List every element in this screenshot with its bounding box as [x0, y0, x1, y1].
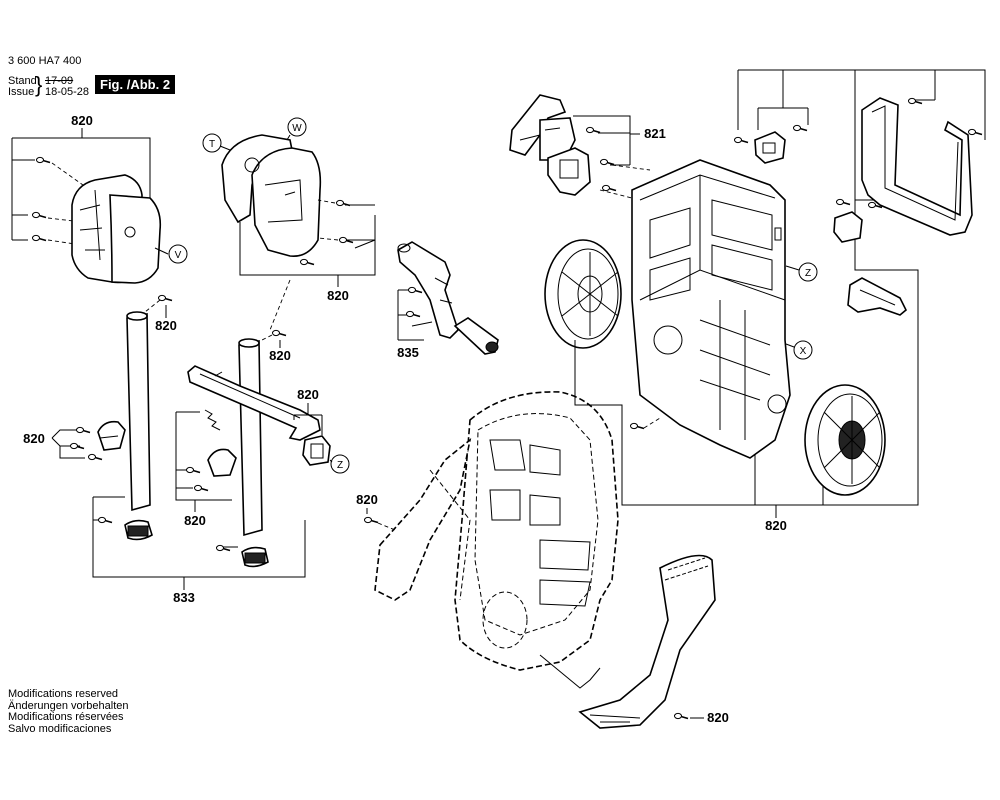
callout-821: 821 — [644, 126, 666, 141]
screw-icon — [69, 442, 85, 450]
marker-x-label: X — [800, 346, 807, 357]
spring-icon — [204, 409, 221, 431]
latch-icon — [547, 147, 591, 196]
screw-icon — [599, 158, 615, 166]
screw-icon — [585, 126, 601, 134]
screw-icon — [835, 198, 851, 206]
screw-icon — [967, 128, 983, 136]
callout-820: 820 — [327, 288, 349, 303]
callout-820: 820 — [23, 431, 45, 446]
tube-clip-group: 820 — [23, 420, 126, 461]
handle-grip-icon — [397, 241, 459, 339]
issue-date: 18-05-28 — [45, 86, 90, 98]
marker-z — [330, 454, 350, 474]
marker-w-label: W — [292, 123, 302, 134]
screw-icon — [792, 124, 808, 132]
foot-plate-group: 820 — [578, 554, 729, 729]
screw-icon — [97, 516, 113, 524]
screw-icon — [405, 310, 421, 318]
screw-icon — [673, 712, 689, 720]
callout-833: 833 — [173, 590, 195, 605]
note-es: Salvo modificaciones — [8, 722, 112, 735]
handle-grip-group: 835 — [397, 241, 499, 360]
screw-icon — [31, 234, 47, 242]
marker-z — [798, 262, 818, 282]
wheel-left-icon — [544, 239, 622, 349]
screw-icon — [193, 484, 209, 492]
clip-icon — [97, 420, 126, 451]
screw-icon — [75, 426, 91, 434]
loop-handle-group — [733, 69, 986, 316]
stand-date: 17-09 — [45, 75, 74, 87]
screw-icon — [907, 97, 923, 105]
marker-z-label: Z — [337, 460, 343, 471]
callout-820: 820 — [184, 513, 206, 528]
screw-icon — [35, 156, 51, 164]
screw-icon — [335, 199, 351, 207]
figure-badge: Fig. /Abb. 2 — [95, 75, 176, 94]
callout-820: 820 — [297, 387, 319, 402]
screw-icon — [733, 136, 749, 144]
screw-icon — [157, 294, 173, 302]
head-cover-group: V 820 — [11, 113, 188, 284]
front-housing: 820 — [356, 391, 619, 689]
callout-820: 820 — [356, 492, 378, 507]
marker-w — [287, 117, 307, 137]
cover-halves-group: T W 820 — [202, 117, 376, 331]
marker-z-label: Z — [805, 268, 811, 279]
bracket-icon — [509, 94, 567, 156]
callout-835: 835 — [397, 345, 419, 360]
issue-label: Issue — [8, 86, 35, 98]
screw-icon — [271, 329, 287, 337]
part-number: 3 600 HA7 400 — [8, 55, 82, 67]
marker-v — [168, 244, 188, 264]
clip-icon — [833, 211, 863, 243]
screw-icon — [363, 516, 379, 524]
clip-icon — [754, 131, 786, 164]
callout-820: 820 — [765, 518, 787, 533]
screw-icon — [299, 258, 315, 266]
callout-820: 820 — [71, 113, 93, 128]
tube-left-icon — [126, 313, 151, 512]
screw-icon — [31, 211, 47, 219]
tube-right-icon — [238, 340, 263, 537]
frame-group: 820 Z X — [544, 159, 919, 533]
screw-icon — [629, 422, 645, 430]
tube-clamp-group: 833 — [92, 496, 306, 605]
note-fr: Modifications réservées — [8, 711, 124, 723]
clip-icon — [207, 448, 237, 477]
cable-clip-icon — [302, 435, 331, 466]
callout-820: 820 — [269, 348, 291, 363]
main-frame-icon — [631, 159, 791, 459]
marker-v-label: V — [175, 250, 182, 261]
stand-label: Stand — [8, 75, 37, 87]
screw-icon — [215, 544, 231, 552]
callout-820: 820 — [707, 710, 729, 725]
note-en: Modifications reserved — [8, 688, 119, 700]
marker-t-label: T — [209, 139, 215, 150]
note-de: Änderungen vorbehalten — [8, 699, 129, 712]
loop-handle-icon — [861, 97, 973, 236]
brace: } — [35, 72, 43, 97]
handle-bracket-group: 821 — [509, 94, 666, 201]
cable-hook-bar-icon — [187, 365, 321, 441]
modifications-notice: Modifications reserved Änderungen vorbeh… — [8, 688, 129, 735]
screw-icon — [87, 453, 103, 461]
hose-hook-icon — [847, 277, 907, 316]
callout-820: 820 — [155, 318, 177, 333]
marker-t — [202, 133, 222, 153]
marker-x — [793, 340, 813, 360]
screw-icon — [601, 184, 617, 192]
cable-hook-group: 820 820 Z — [175, 365, 350, 528]
screw-icon — [185, 466, 201, 474]
screw-icon — [407, 286, 423, 294]
